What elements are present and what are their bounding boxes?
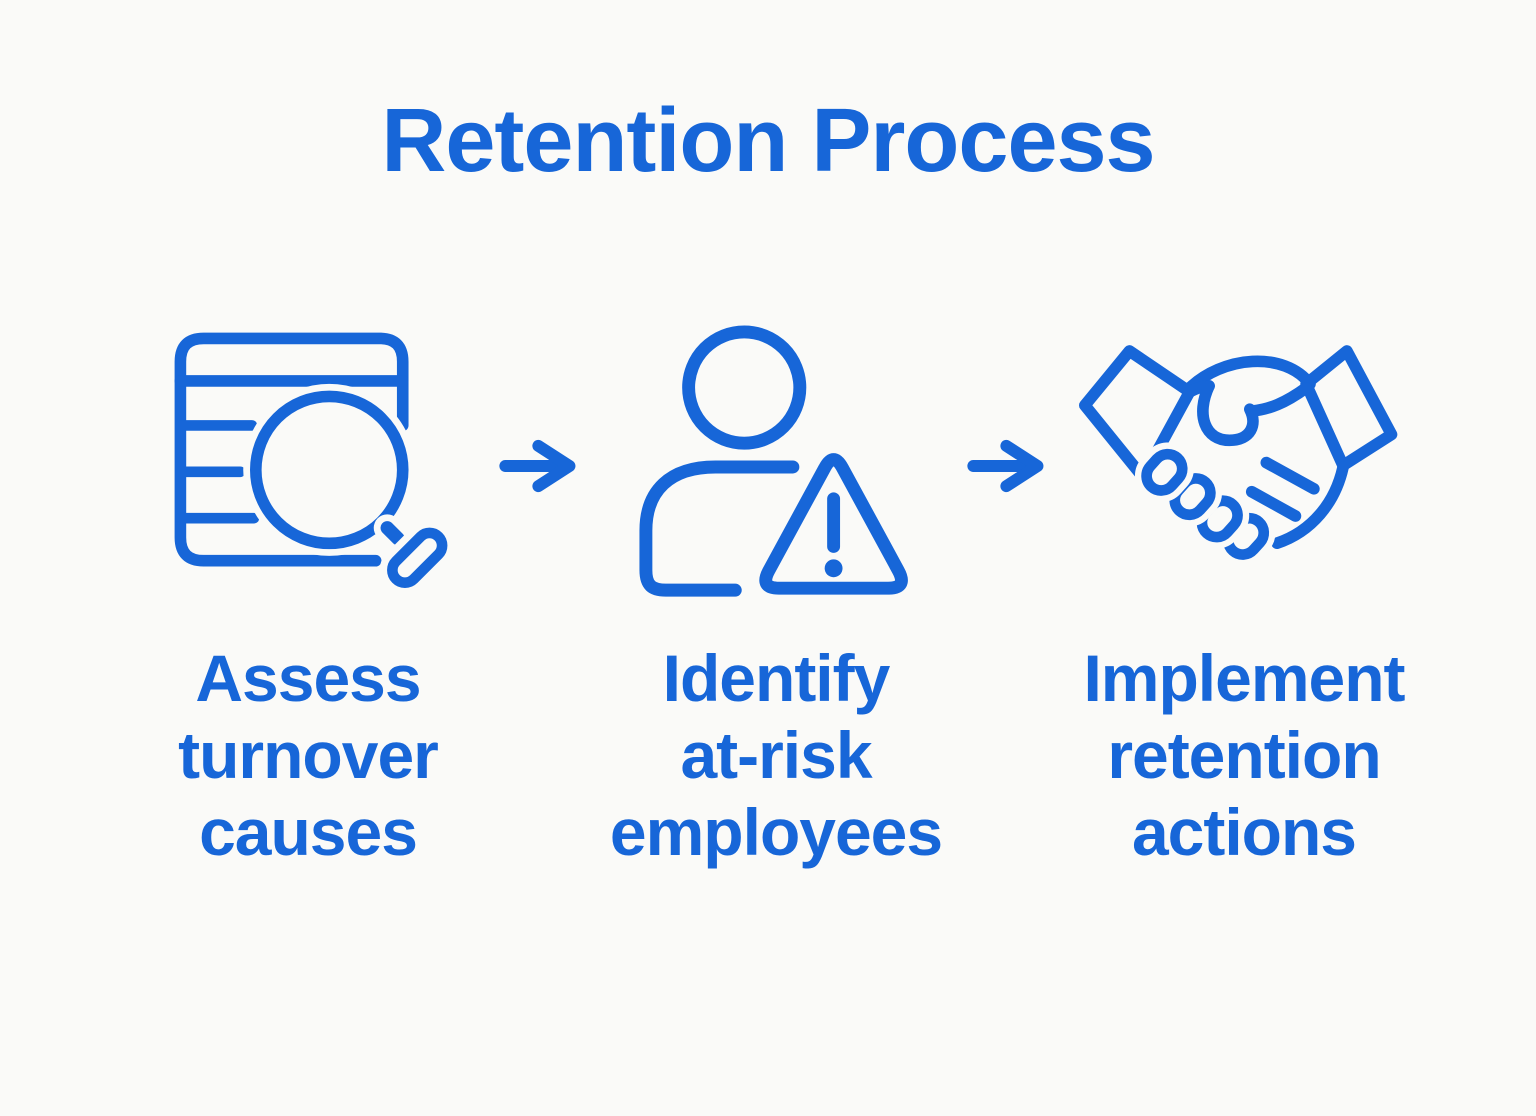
step-label: Assess turnover causes [178, 640, 439, 872]
label-line: Assess [195, 641, 421, 715]
step-label: Implement retention actions [1083, 640, 1405, 872]
page-title: Retention Process [381, 91, 1155, 191]
person-warning-icon [639, 325, 916, 603]
process-flow: Assess turnover causes [118, 306, 1434, 872]
step-implement-retention: Implement retention actions [1054, 306, 1434, 872]
step-assess-turnover: Assess turnover causes [118, 306, 498, 872]
label-line: Identify [662, 641, 891, 715]
label-line: turnover [178, 718, 439, 793]
step-identify-at-risk: Identify at-risk employees [586, 306, 966, 872]
label-line: employees [609, 795, 943, 870]
right-arrow-icon [499, 439, 576, 493]
label-line: Implement [1083, 641, 1405, 715]
step-label: Identify at-risk employees [609, 640, 943, 872]
audit-search-icon [174, 332, 453, 596]
retention-process-diagram: Retention Process [0, 92, 1536, 1116]
label-line: retention [1107, 718, 1381, 793]
label-line: actions [1131, 795, 1357, 870]
label-line: causes [199, 795, 418, 870]
right-arrow-icon [967, 439, 1044, 493]
handshake-icon [1079, 344, 1398, 566]
label-line: at-risk [680, 718, 872, 793]
